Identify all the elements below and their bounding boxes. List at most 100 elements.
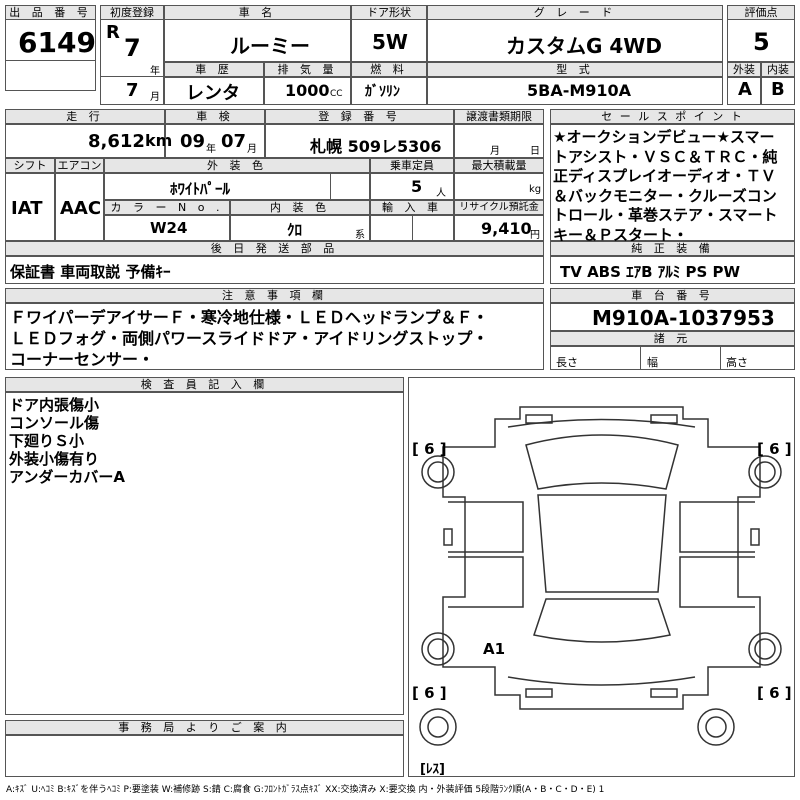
car-diagram-frame: [408, 377, 795, 777]
interior-value-cell: [761, 77, 795, 105]
recycle-cell: [454, 215, 544, 241]
first-reg-header: 初度登録: [100, 5, 164, 20]
score-value: 5: [753, 28, 770, 56]
inspection-month-unit: 月: [247, 144, 257, 155]
inspector-note-3: 下廻りＳ小: [9, 432, 85, 450]
model-header: 型 式: [427, 62, 723, 77]
color-no-cell: [104, 215, 230, 241]
later-parts-value: 保証書 車両取説 予備ｷｰ: [10, 263, 171, 281]
max-load-cell: [454, 173, 544, 200]
car-name: ルーミー: [230, 34, 310, 58]
inspector-cell: [5, 392, 404, 715]
int-color-value: ｸﾛ: [287, 221, 303, 239]
notes-header: 注 意 事 項 欄: [5, 288, 544, 303]
era: R: [106, 22, 120, 43]
genuine-equip-header: 純 正 装 備: [550, 241, 795, 256]
month-value: 7: [126, 80, 139, 101]
displacement-value: 1000: [285, 81, 330, 100]
history-header: 車 歴: [164, 62, 264, 77]
dimensions-cell: [550, 346, 795, 370]
lot-header: 出 品 番 号: [5, 5, 96, 20]
transfer-doc-header: 譲渡書類期限: [454, 109, 544, 124]
inspection-header: 車 検: [165, 109, 265, 124]
legend-footer: A:ｷｽﾞ U:ﾍｺﾐ B:ｷｽﾞを伴うﾍｺﾐ P:要塗装 W:補修跡 S:錆 …: [6, 785, 605, 795]
import-header: 輸 入 車: [370, 200, 454, 215]
transfer-month-unit: 月: [490, 146, 500, 157]
inspector-note-1: ドア内張傷小: [9, 396, 100, 414]
mileage-value: 8,612: [88, 131, 145, 152]
interior-grade: B: [771, 79, 785, 100]
shift-cell: [5, 173, 55, 241]
displacement-header: 排 気 量: [264, 62, 351, 77]
int-color-header: 内 装 色: [230, 200, 370, 215]
dim-length-label: 長さ: [556, 356, 578, 369]
capacity-header: 乗車定員: [370, 158, 454, 173]
inspection-month: 07: [221, 131, 247, 152]
grade-value: カスタムG 4WD: [506, 34, 662, 58]
recycle-unit: 円: [530, 230, 540, 241]
max-load-unit: kg: [529, 184, 542, 195]
aircon-value: AAC: [60, 198, 102, 219]
sales-point-text: ★オークションデビュー★スマートアシスト・ＶＳＣ＆ＴＲＣ・純正ディスプレイオーデ…: [553, 128, 778, 244]
year-value: 7: [124, 34, 141, 62]
capacity-value: 5: [411, 177, 423, 196]
inspection-year: 09: [180, 131, 206, 152]
ext-color-header: 外 装 色: [104, 158, 370, 173]
capacity-cell: [370, 173, 454, 200]
tire-rear-left: [ 6 ]: [412, 684, 447, 702]
chassis-cell: [550, 303, 795, 331]
spare-tire-label: [ﾚｽ]: [420, 762, 445, 777]
transfer-day-unit: 日: [530, 146, 540, 157]
sales-point-header: セ ー ル ス ポ イ ン ト: [550, 109, 795, 124]
exterior-value-cell: [727, 77, 761, 105]
mileage-header: 走 行: [5, 109, 165, 124]
exterior-header: 外装: [727, 62, 761, 77]
history-value: レンタ: [186, 83, 240, 104]
aircon-header: エアコン: [55, 158, 104, 173]
inspector-header: 検 査 員 記 入 欄: [5, 377, 404, 392]
year-unit: 年: [150, 66, 160, 77]
mileage-cell: [5, 124, 165, 158]
dim-width-label: 幅: [647, 356, 658, 369]
sales-point-cell: [550, 124, 795, 241]
door-value: 5W: [372, 30, 408, 54]
inspection-cell: [165, 124, 265, 158]
fuel-value: ｶﾞｿﾘﾝ: [365, 84, 400, 100]
ext-color-value: ﾎﾜｲﾄﾊﾟｰﾙ: [170, 180, 231, 198]
later-parts-header: 後 日 発 送 部 品: [5, 241, 544, 256]
chassis-header: 車 台 番 号: [550, 288, 795, 303]
reg-no-header: 登 録 番 号: [265, 109, 454, 124]
model-value: 5BA-M910A: [527, 81, 632, 100]
history-value-cell: [164, 77, 264, 105]
recycle-value: 9,410: [481, 219, 532, 238]
fuel-value-cell: [351, 77, 427, 105]
office-cell: [5, 735, 404, 777]
later-parts-cell: [5, 256, 544, 284]
door-header: ドア形状: [351, 5, 427, 20]
grade-header: グ レ ー ド: [427, 5, 723, 20]
color-no-value: W24: [150, 219, 188, 237]
color-no-header: カ ラ ー N o .: [104, 200, 230, 215]
inspector-note-4: 外装小傷有り: [9, 450, 100, 468]
max-load-header: 最大積載量: [454, 158, 544, 173]
interior-header: 内装: [761, 62, 795, 77]
inspection-year-unit: 年: [206, 144, 216, 155]
genuine-equip-cell: [550, 256, 795, 284]
reg-no-value: 札幌 509レ5306: [310, 137, 442, 156]
inspector-note-2: コンソール傷: [9, 414, 100, 432]
inspector-note-5: アンダーカバーA: [9, 468, 126, 486]
car-name-header: 車 名: [164, 5, 351, 20]
month-unit: 月: [150, 92, 160, 103]
reg-no-cell: [265, 124, 454, 158]
notes-cell: [5, 303, 544, 370]
lot-number: 6149: [18, 26, 96, 59]
chassis-value: M910A-1037953: [592, 306, 775, 330]
fuel-header: 燃 料: [351, 62, 427, 77]
recycle-header: リサイクル預託金: [454, 200, 544, 215]
damage-mark: A1: [483, 640, 506, 658]
transfer-doc-cell: [454, 124, 544, 158]
int-color-cell: [230, 215, 370, 241]
ext-color-cell: [104, 173, 370, 200]
car-diagram: [419, 406, 782, 746]
dim-height-label: 高さ: [726, 356, 748, 369]
